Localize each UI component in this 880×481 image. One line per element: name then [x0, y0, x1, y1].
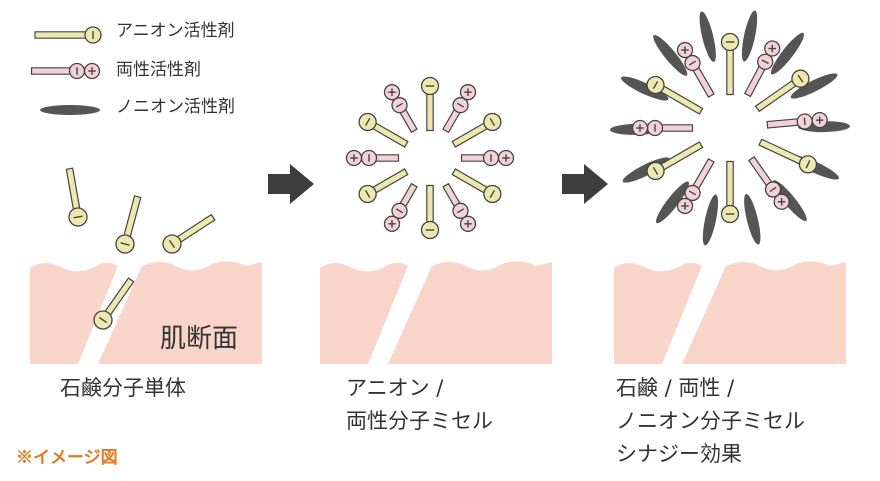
anionic-surfactant — [420, 184, 440, 240]
amphoteric-surfactant — [383, 182, 418, 232]
amphoteric-surfactant — [442, 182, 477, 232]
anionic-surfactant — [162, 213, 216, 254]
nonionic-surfactant — [40, 105, 100, 115]
amphoteric-surfactant — [743, 40, 781, 98]
legend-icons — [30, 26, 102, 115]
anionic-surfactant — [65, 167, 88, 227]
anionic-surfactant — [646, 141, 704, 181]
panel3-micelle — [610, 10, 850, 246]
skin-section-3-right — [682, 261, 846, 364]
anionic-surfactant — [34, 26, 102, 44]
anionic-surfactant — [754, 69, 810, 113]
anionic-surfactant — [720, 160, 740, 224]
skin-section-3-left — [614, 262, 702, 364]
amphoteric-surfactant — [442, 84, 477, 134]
skin-cross-section-label: 肌断面 — [160, 324, 239, 354]
nonionic-surfactant — [771, 32, 804, 75]
anionic-surfactant — [720, 32, 740, 96]
skin-section-1-right — [98, 261, 262, 364]
anionic-surfactant — [451, 112, 502, 148]
skin-section-2-left — [320, 262, 408, 364]
amphoteric-surfactant — [748, 156, 790, 210]
panel2-micelle — [345, 76, 515, 240]
legend-anionic-label: アニオン活性剤 — [116, 21, 235, 41]
amphoteric-surfactant — [30, 62, 101, 80]
legend-nonionic-label: ノニオン活性剤 — [116, 97, 235, 117]
nonionic-surfactant — [656, 181, 689, 224]
nonionic-surfactant — [772, 180, 807, 221]
caption-panel2-line2: 両性分子ミセル — [346, 409, 493, 433]
amphoteric-surfactant — [345, 149, 400, 167]
nonionic-surfactant — [744, 194, 761, 245]
amphoteric-surfactant — [631, 119, 694, 137]
anionic-surfactant — [758, 138, 818, 174]
nonionic-surfactant — [741, 10, 758, 62]
anionic-surfactant — [93, 277, 135, 330]
anionic-surfactant — [451, 168, 502, 204]
anionic-surfactant — [358, 168, 409, 204]
legend-amphoteric-label: 両性活性剤 — [116, 60, 201, 80]
amphoteric-surfactant — [766, 112, 828, 130]
arrow-right-icon — [268, 164, 314, 204]
anionic-surfactant — [115, 195, 142, 254]
caption-panel3-line3: シナジー効果 — [616, 442, 742, 466]
caption-panel3-line2: ノニオン分子ミセル — [616, 409, 805, 433]
caption-panel1-line1: 石鹸分子単体 — [60, 376, 186, 400]
caption-panel2-line1: アニオン / — [346, 376, 444, 400]
nonionic-surfactant — [702, 194, 719, 246]
skin-section-2-right — [388, 261, 552, 364]
nonionic-surfactant — [790, 73, 838, 99]
nonionic-surfactant — [653, 35, 688, 76]
amphoteric-surfactant — [676, 41, 715, 98]
arrow-right-icon — [562, 164, 608, 204]
panel1-soap-molecules — [65, 167, 216, 330]
nonionic-surfactant — [621, 76, 669, 101]
nonionic-surfactant — [699, 11, 716, 62]
amphoteric-surfactant — [460, 149, 515, 167]
anionic-surfactant — [646, 75, 704, 115]
anionic-surfactant — [358, 112, 409, 148]
anionic-surfactant — [420, 76, 440, 132]
amphoteric-surfactant — [383, 84, 418, 134]
amphoteric-surfactant — [676, 158, 715, 215]
image-note: ※イメージ図 — [16, 448, 118, 468]
caption-panel3-line1: 石鹸 / 両性 / — [616, 376, 735, 400]
skin-section-1-left — [30, 262, 118, 364]
